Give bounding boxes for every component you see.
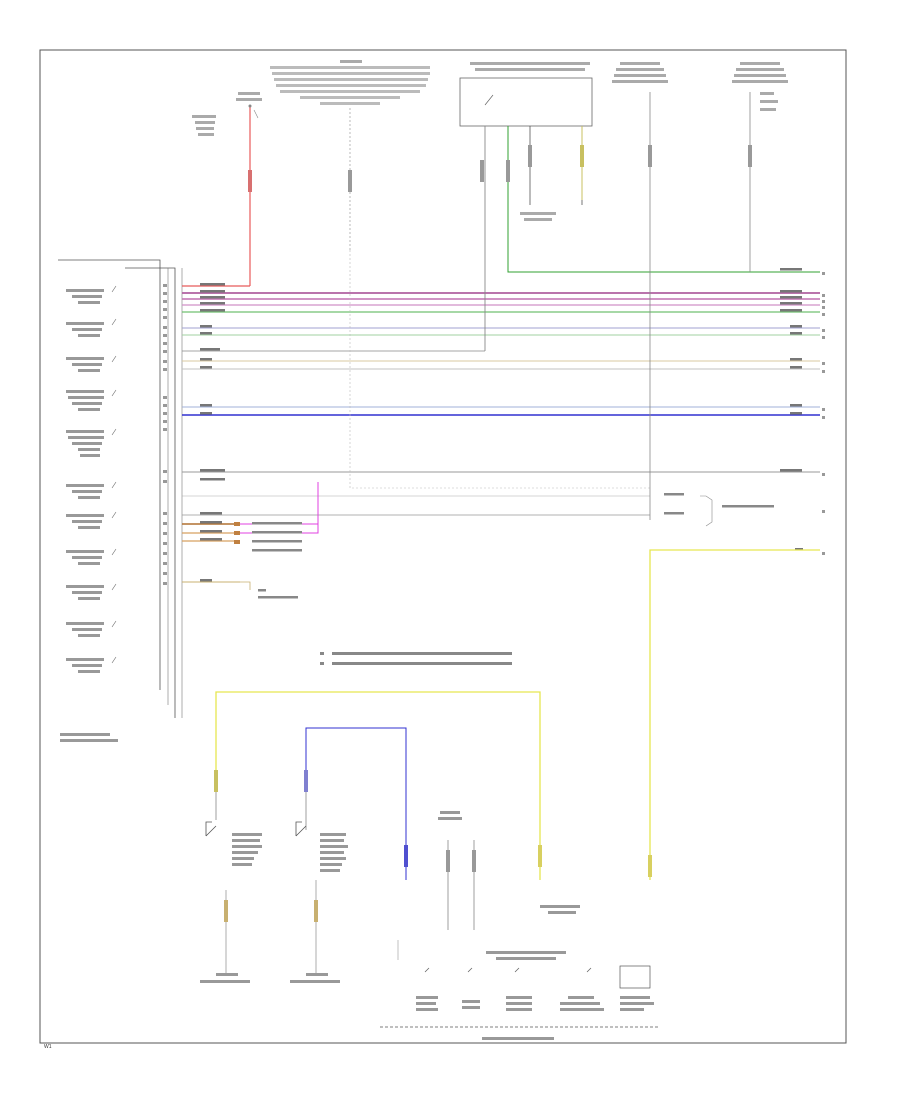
instrument-cluster: [380, 940, 660, 1040]
page-ref: W1: [44, 1044, 52, 1050]
data-link-connector: [664, 493, 774, 527]
fuse-feed-left: [192, 92, 262, 286]
blue-loop: [305, 727, 407, 880]
abs-control-module: [58, 259, 183, 718]
magenta-jumper: [234, 482, 319, 599]
pin-markers: [163, 284, 167, 585]
brake-switch-block: [459, 62, 820, 351]
legend-notes: [320, 652, 512, 665]
fuse-feed-right-1: [612, 62, 668, 520]
lower-switches: [205, 821, 307, 837]
wire-labels: [200, 268, 803, 582]
sensor-text-blocks: [60, 289, 118, 742]
yellow-loop: [215, 691, 541, 880]
right-edge-markers: [822, 272, 825, 555]
fuse-feed-right-2: [732, 62, 788, 272]
lower-switch-labels: [200, 811, 580, 983]
fuse-feed-center: [270, 60, 650, 489]
diagram-border: [39, 49, 847, 1044]
lower-wiring: [214, 549, 820, 975]
sensor-symbols: [111, 285, 117, 664]
yellow-right: [649, 549, 820, 880]
harness-wires: [182, 285, 820, 583]
